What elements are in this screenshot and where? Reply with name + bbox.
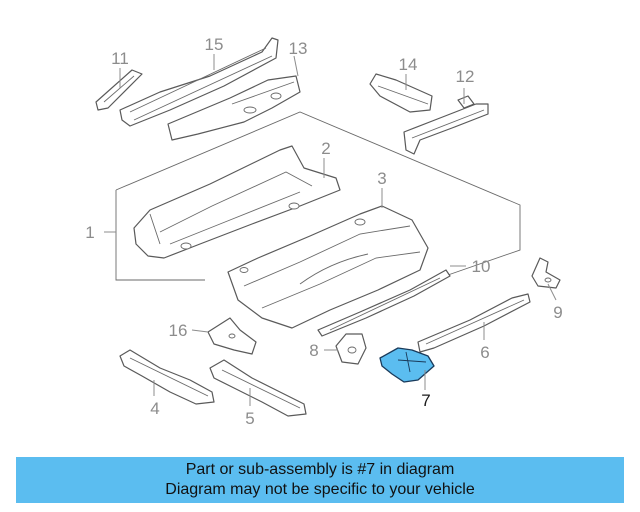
- part-12-crossmember: [403, 95, 489, 155]
- part-6-side-sill: [417, 293, 531, 353]
- callout-6: 6: [480, 343, 489, 362]
- part-14-bracket: [369, 73, 433, 113]
- banner-line-part: Part or sub-assembly is #7 in diagram: [185, 461, 455, 478]
- callout-4: 4: [150, 399, 159, 418]
- part-7-highlighted: [379, 347, 435, 383]
- callout-2: 2: [321, 139, 330, 158]
- banner-line-disclaimer: Diagram may not be specific to your vehi…: [165, 481, 475, 498]
- part-8-gusset: [335, 333, 367, 365]
- callout-10: 10: [472, 257, 491, 276]
- info-banner: Part or sub-assembly is #7 in diagram Di…: [16, 457, 624, 503]
- callout-14: 14: [399, 55, 418, 74]
- callout-8: 8: [309, 341, 318, 360]
- part-16-bracket: [207, 317, 257, 355]
- part-2-front-floor-pan: [133, 145, 341, 259]
- callout-16: 16: [169, 321, 188, 340]
- callout-1: 1: [85, 223, 94, 242]
- part-13-rail-member: [167, 75, 301, 141]
- callout-7-highlighted: 7: [421, 391, 430, 410]
- part-10-reinforcement: [317, 269, 451, 337]
- floor-assembly-outline: [115, 111, 521, 281]
- part-4-crossmember: [119, 349, 215, 405]
- callout-9: 9: [553, 303, 562, 322]
- part-15-rail: [119, 37, 279, 127]
- callout-5: 5: [245, 409, 254, 428]
- callout-3: 3: [377, 169, 386, 188]
- callout-labels: 1 2 3 4 5 6 7 8 9 10 11 12 13 14 15 16: [85, 35, 562, 428]
- callout-12: 12: [456, 67, 475, 86]
- callout-15: 15: [205, 35, 224, 54]
- callout-11: 11: [111, 49, 129, 68]
- part-5-crossmember: [209, 359, 307, 417]
- part-11-bracket: [95, 69, 143, 111]
- part-3-rear-floor-pan: [227, 205, 429, 329]
- leader-lines: [104, 54, 557, 406]
- callout-13: 13: [289, 39, 308, 58]
- part-9-bracket: [531, 257, 561, 289]
